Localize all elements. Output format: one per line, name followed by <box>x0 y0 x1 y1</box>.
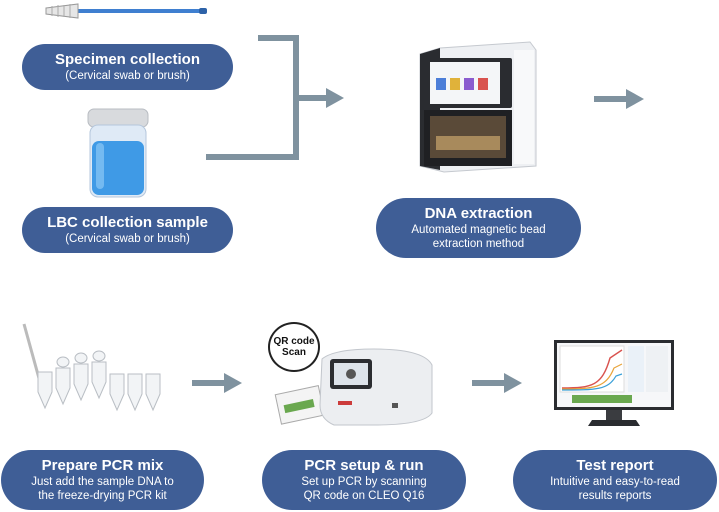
step-line2: QR code on CLEO Q16 <box>303 490 425 502</box>
arrow-right-icon <box>594 89 644 109</box>
step-subtitle: (Cervical swab or brush) <box>65 233 190 245</box>
merge-arrow-icon <box>206 35 344 160</box>
specimen-collection-label: Specimen collection (Cervical swab or br… <box>22 44 233 90</box>
monitor-icon <box>554 340 674 426</box>
qr-scan-bubble: QR code Scan <box>268 322 320 372</box>
step-subtitle: (Cervical swab or brush) <box>65 70 190 82</box>
step-line1: Set up PCR by scanning <box>301 476 427 488</box>
step-line2: results reports <box>578 490 652 502</box>
step-line2: extraction method <box>432 238 525 250</box>
sample-jar-icon <box>87 108 149 198</box>
qr-bubble-line1: QR code <box>273 336 315 347</box>
step-title: Specimen collection <box>54 51 201 68</box>
swab-icon <box>45 3 207 19</box>
pcr-tubes-icon <box>22 323 161 412</box>
dna-extraction-label: DNA extraction Automated magnetic bead e… <box>376 198 581 258</box>
step-line2: the freeze-drying PCR kit <box>38 490 167 502</box>
arrow-right-icon <box>192 373 242 393</box>
step-line1: Automated magnetic bead <box>411 224 546 236</box>
pcr-instrument-icon <box>274 348 433 426</box>
lbc-collection-label: LBC collection sample (Cervical swab or … <box>22 207 233 253</box>
arrow-right-icon <box>472 373 522 393</box>
step-title: LBC collection sample <box>47 214 208 231</box>
step-line1: Intuitive and easy-to-read <box>550 476 680 488</box>
step-line1: Just add the sample DNA to <box>31 476 174 488</box>
extraction-instrument-icon <box>419 41 537 173</box>
pcr-setup-run-label: PCR setup & run Set up PCR by scanning Q… <box>262 450 466 510</box>
step-title: PCR setup & run <box>304 457 424 474</box>
test-report-label: Test report Intuitive and easy-to-read r… <box>513 450 717 510</box>
step-title: Test report <box>576 457 654 474</box>
prepare-pcr-mix-label: Prepare PCR mix Just add the sample DNA … <box>1 450 204 510</box>
step-title: Prepare PCR mix <box>41 457 164 474</box>
step-title: DNA extraction <box>424 205 533 222</box>
qr-bubble-line2: Scan <box>282 347 306 358</box>
